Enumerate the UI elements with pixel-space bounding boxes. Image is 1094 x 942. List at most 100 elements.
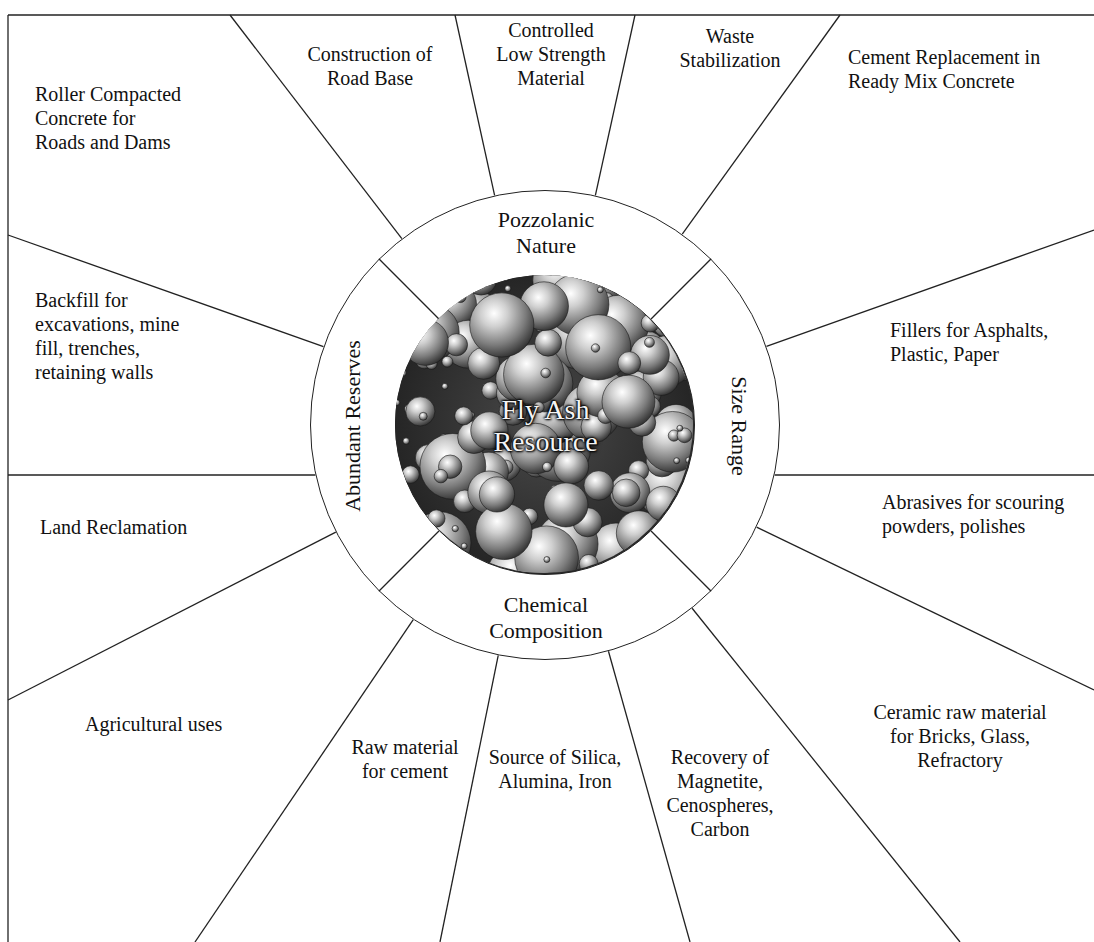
text-slot: Construction of Road Base bbox=[300, 42, 440, 90]
divider-line bbox=[8, 532, 336, 700]
ash-sphere bbox=[470, 293, 534, 357]
divider-line bbox=[378, 531, 438, 591]
application-label: Waste Stabilization bbox=[670, 24, 790, 72]
ash-sphere bbox=[597, 287, 603, 293]
application-label: Source of Silica, Alumina, Iron bbox=[488, 745, 622, 793]
ash-sphere bbox=[434, 469, 447, 482]
fly-ash-core: Fly Ash Resource bbox=[395, 275, 695, 575]
ash-sphere bbox=[674, 458, 680, 464]
ash-sphere bbox=[544, 557, 550, 563]
ash-sphere bbox=[618, 352, 641, 375]
ash-sphere bbox=[442, 383, 448, 389]
ash-sphere bbox=[584, 471, 614, 501]
ash-sphere bbox=[646, 486, 681, 521]
text-slot: Controlled Low Strength Material bbox=[492, 18, 610, 90]
text-slot: Fly Ash Resource bbox=[461, 393, 631, 457]
ash-sphere bbox=[428, 510, 445, 527]
text-slot: Waste Stabilization bbox=[670, 24, 790, 72]
text-slot: Ceramic raw material for Bricks, Glass, … bbox=[860, 700, 1060, 772]
ash-sphere bbox=[544, 483, 588, 527]
application-label: Recovery of Magnetite, Cenospheres, Carb… bbox=[660, 745, 780, 841]
ash-sphere bbox=[610, 473, 650, 513]
text-slot: Backfill for excavations, mine fill, tre… bbox=[35, 288, 200, 384]
property-ring: Pozzolanic NatureSize RangeChemical Comp… bbox=[310, 190, 780, 660]
ash-sphere bbox=[479, 477, 514, 512]
text-slot: Abundant Reserves bbox=[340, 340, 366, 512]
divider-line bbox=[455, 15, 495, 195]
ash-sphere bbox=[591, 344, 599, 352]
application-label: Backfill for excavations, mine fill, tre… bbox=[35, 288, 200, 384]
ash-sphere bbox=[442, 356, 453, 367]
divider-line bbox=[757, 527, 1094, 690]
ash-sphere bbox=[579, 554, 598, 573]
property-label: Abundant Reserves bbox=[340, 340, 366, 512]
application-label: Fillers for Asphalts, Plastic, Paper bbox=[890, 318, 1086, 366]
text-slot: Pozzolanic Nature bbox=[471, 207, 621, 260]
text-slot: Land Reclamation bbox=[40, 515, 240, 539]
ash-sphere bbox=[602, 375, 655, 428]
ash-sphere bbox=[658, 320, 667, 329]
application-label: Construction of Road Base bbox=[300, 42, 440, 90]
ash-sphere bbox=[402, 466, 420, 484]
application-label: Ceramic raw material for Bricks, Glass, … bbox=[860, 700, 1060, 772]
divider-line bbox=[595, 15, 635, 195]
ash-sphere bbox=[644, 337, 654, 347]
ash-sphere bbox=[500, 569, 509, 574]
divider-line bbox=[440, 655, 498, 942]
application-label: Agricultural uses bbox=[85, 712, 285, 736]
ash-sphere bbox=[649, 304, 656, 311]
ash-sphere bbox=[419, 412, 427, 420]
divider-group bbox=[8, 15, 1094, 942]
text-slot: Agricultural uses bbox=[85, 712, 285, 736]
core-title: Fly Ash Resource bbox=[461, 393, 631, 457]
ash-sphere bbox=[653, 311, 679, 337]
ash-sphere bbox=[455, 407, 473, 425]
divider-line bbox=[651, 258, 711, 318]
ash-sphere bbox=[686, 457, 692, 463]
divider-line bbox=[8, 474, 315, 475]
ash-sphere bbox=[403, 319, 449, 365]
ash-sphere bbox=[535, 329, 562, 356]
ash-sphere bbox=[461, 543, 467, 549]
property-label: Pozzolanic Nature bbox=[471, 207, 621, 260]
frame-line bbox=[8, 14, 1094, 15]
application-label: Land Reclamation bbox=[40, 515, 240, 539]
property-label: Chemical Composition bbox=[471, 592, 621, 645]
ash-sphere bbox=[455, 291, 466, 302]
ash-sphere bbox=[541, 368, 551, 378]
ash-sphere bbox=[476, 503, 532, 559]
application-label: Roller Compacted Concrete for Roads and … bbox=[35, 82, 187, 154]
ash-sphere bbox=[679, 490, 687, 498]
text-slot: Raw material for cement bbox=[345, 735, 465, 783]
divider-line bbox=[651, 531, 711, 591]
ash-sphere bbox=[452, 525, 458, 531]
application-label: Cement Replacement in Ready Mix Concrete bbox=[848, 45, 1086, 93]
frame-line bbox=[7, 15, 8, 942]
application-label: Raw material for cement bbox=[345, 735, 465, 783]
ash-sphere bbox=[403, 438, 410, 445]
text-slot: Size Range bbox=[726, 376, 752, 476]
ash-sphere bbox=[394, 400, 400, 406]
divider-line bbox=[682, 15, 840, 234]
ash-sphere bbox=[502, 274, 510, 281]
ash-sphere bbox=[641, 314, 659, 332]
ash-sphere bbox=[445, 334, 467, 356]
ash-sphere bbox=[433, 302, 443, 312]
text-slot: Roller Compacted Concrete for Roads and … bbox=[35, 82, 187, 154]
divider-line bbox=[775, 474, 1094, 475]
ash-sphere bbox=[542, 462, 551, 471]
text-slot: Recovery of Magnetite, Cenospheres, Carb… bbox=[660, 745, 780, 841]
text-slot: Source of Silica, Alumina, Iron bbox=[488, 745, 622, 793]
application-label: Controlled Low Strength Material bbox=[492, 18, 610, 90]
ash-sphere bbox=[677, 425, 683, 431]
ash-sphere bbox=[612, 479, 640, 507]
text-slot: Fillers for Asphalts, Plastic, Paper bbox=[890, 318, 1086, 366]
ash-sphere bbox=[406, 397, 435, 426]
property-label: Size Range bbox=[726, 376, 752, 476]
application-label: Abrasives for scouring powders, polishes bbox=[882, 490, 1087, 538]
text-slot: Chemical Composition bbox=[471, 592, 621, 645]
ash-sphere bbox=[615, 555, 621, 561]
ash-sphere bbox=[465, 274, 496, 295]
ash-sphere bbox=[658, 516, 672, 530]
